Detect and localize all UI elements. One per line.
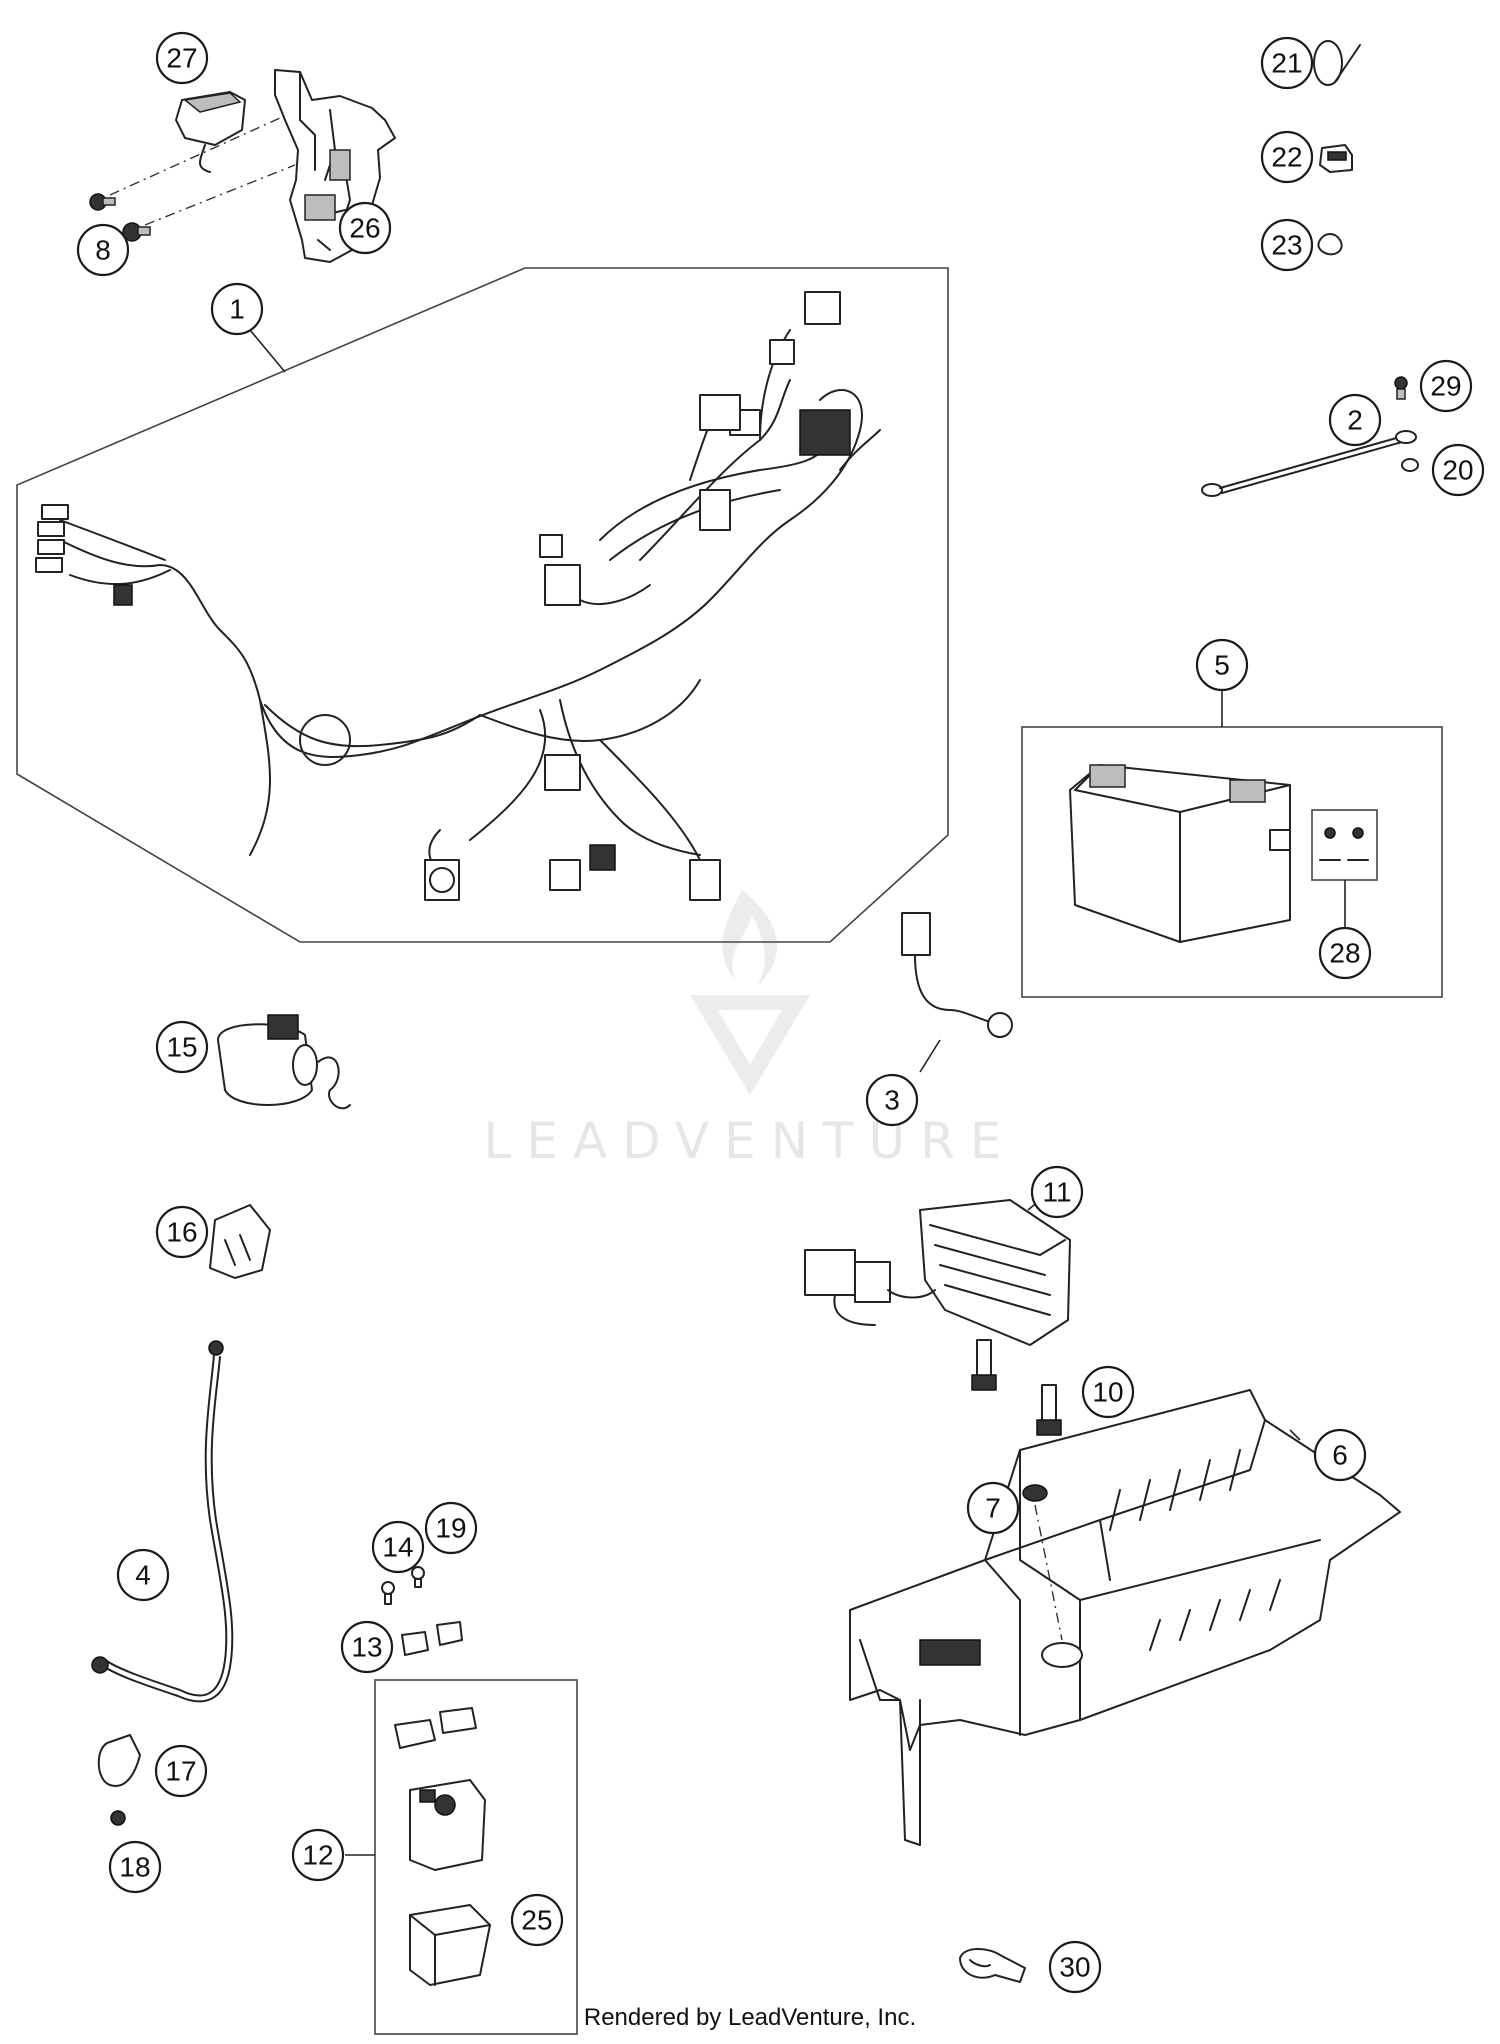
screw-8b-drawing <box>122 222 151 242</box>
harness-frame <box>16 267 949 943</box>
callout-7[interactable]: 7 <box>966 1481 1020 1535</box>
small-clip-drawing <box>1317 233 1343 256</box>
svg-text:29: 29 <box>1430 371 1461 402</box>
callout-26[interactable]: 26 <box>338 201 392 255</box>
svg-text:16: 16 <box>166 1217 197 1248</box>
battery-drawing <box>1069 764 1291 943</box>
render-credit: Rendered by LeadVenture, Inc. <box>583 2004 917 2031</box>
bolt-dash-line <box>144 164 296 226</box>
cable-end-30-drawing <box>959 1948 1026 1983</box>
ground-cable-drawing <box>1201 430 1417 497</box>
callout-29[interactable]: 29 <box>1419 359 1473 413</box>
svg-text:8: 8 <box>95 235 111 266</box>
callout-20[interactable]: 20 <box>1431 443 1485 497</box>
callout-15[interactable]: 15 <box>155 1020 209 1074</box>
washer-20-drawing <box>1401 458 1419 472</box>
callout-30[interactable]: 30 <box>1048 1940 1102 1994</box>
battery-cable-drawing <box>91 1340 234 1703</box>
callout-19[interactable]: 19 <box>424 1501 478 1555</box>
svg-text:3: 3 <box>884 1085 900 1116</box>
svg-text:14: 14 <box>382 1532 413 1563</box>
callout-10[interactable]: 10 <box>1081 1365 1135 1419</box>
callout-1[interactable]: 1 <box>210 282 264 336</box>
capacitor-drawing <box>217 1014 351 1110</box>
nut-7-drawing <box>1022 1484 1048 1502</box>
relay-cover-drawing <box>209 1204 271 1279</box>
leader-3 <box>919 1039 941 1073</box>
svg-text:19: 19 <box>435 1513 466 1544</box>
nut-dash-line <box>1034 1504 1063 1641</box>
nut-18-drawing <box>110 1810 126 1826</box>
cover-dash-line <box>109 117 281 196</box>
svg-text:17: 17 <box>165 1756 196 1787</box>
callout-12[interactable]: 12 <box>291 1828 345 1882</box>
screw-29-drawing <box>1394 376 1408 400</box>
cap-17-drawing <box>97 1734 141 1787</box>
cable-tie-drawing <box>1313 40 1361 86</box>
screw-kit-28-drawing <box>1311 809 1378 881</box>
svg-text:2: 2 <box>1347 405 1363 436</box>
callout-5[interactable]: 5 <box>1195 638 1249 692</box>
callout-16[interactable]: 16 <box>155 1205 209 1259</box>
callout-23[interactable]: 23 <box>1260 218 1314 272</box>
callout-22[interactable]: 22 <box>1260 130 1314 184</box>
screw-19-drawing <box>411 1566 425 1588</box>
watermark-text: LEADVENTURE <box>484 1112 1017 1170</box>
svg-text:12: 12 <box>302 1840 333 1871</box>
bolt-10a-drawing <box>971 1339 997 1391</box>
callout-18[interactable]: 18 <box>108 1840 162 1894</box>
svg-text:27: 27 <box>166 43 197 74</box>
clip-drawing <box>1319 144 1353 173</box>
svg-text:15: 15 <box>166 1032 197 1063</box>
callout-6[interactable]: 6 <box>1313 1428 1367 1482</box>
svg-text:20: 20 <box>1442 455 1473 486</box>
callout-3[interactable]: 3 <box>865 1073 919 1127</box>
svg-text:22: 22 <box>1271 142 1302 173</box>
cover-cap-drawing <box>175 91 246 173</box>
svg-text:4: 4 <box>135 1560 151 1591</box>
svg-text:7: 7 <box>985 1493 1001 1524</box>
svg-text:5: 5 <box>1214 650 1230 681</box>
callout-28[interactable]: 28 <box>1318 926 1372 980</box>
svg-text:26: 26 <box>349 213 380 244</box>
svg-text:28: 28 <box>1329 938 1360 969</box>
callout-21[interactable]: 21 <box>1260 36 1314 90</box>
svg-text:25: 25 <box>521 1905 552 1936</box>
svg-text:30: 30 <box>1059 1952 1090 1983</box>
relay-kit-drawing <box>394 1707 491 1986</box>
svg-text:1: 1 <box>229 294 245 325</box>
svg-text:23: 23 <box>1271 230 1302 261</box>
watermark-logo <box>690 890 810 1095</box>
callout-14[interactable]: 14 <box>371 1520 425 1574</box>
screw-8a-drawing <box>89 193 116 211</box>
callout-2[interactable]: 2 <box>1328 393 1382 447</box>
callout-11[interactable]: 11 <box>1030 1165 1084 1219</box>
screw-14-drawing <box>381 1581 395 1605</box>
bolt-10b-drawing <box>1036 1384 1062 1436</box>
relay-kit-frame <box>374 1679 578 2035</box>
callout-13[interactable]: 13 <box>340 1620 394 1674</box>
callout-8[interactable]: 8 <box>76 223 130 277</box>
starter-cable-drawing <box>901 912 1013 1038</box>
callout-27[interactable]: 27 <box>155 31 209 85</box>
wiring-harness-drawing <box>35 291 881 901</box>
svg-text:11: 11 <box>1042 1177 1071 1208</box>
battery-tray-drawing <box>849 1389 1401 1846</box>
callout-25[interactable]: 25 <box>510 1893 564 1947</box>
callout-17[interactable]: 17 <box>154 1744 208 1798</box>
svg-text:18: 18 <box>119 1852 150 1883</box>
svg-text:21: 21 <box>1271 48 1302 79</box>
svg-text:10: 10 <box>1092 1377 1123 1408</box>
battery-frame <box>1021 726 1443 998</box>
voltage-regulator-drawing <box>804 1199 1071 1346</box>
leader-6 <box>1289 1429 1301 1441</box>
fuse-13-drawing <box>401 1621 463 1656</box>
svg-text:6: 6 <box>1332 1440 1348 1471</box>
callout-4[interactable]: 4 <box>116 1548 170 1602</box>
svg-text:13: 13 <box>351 1632 382 1663</box>
